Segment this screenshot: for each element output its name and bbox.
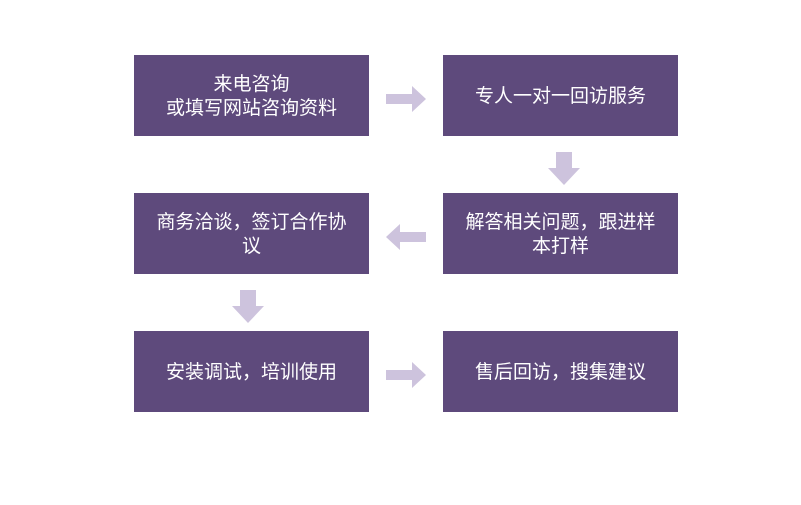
step-after-sales-feedback: 售后回访，搜集建议	[443, 331, 678, 412]
step-label-line: 安装调试，培训使用	[165, 360, 337, 383]
step-label-line: 专人一对一回访服务	[474, 84, 646, 107]
step-one-on-one-callback: 专人一对一回访服务	[443, 55, 678, 136]
arrow-left-icon	[386, 224, 426, 250]
step-phone-consultation: 来电咨询 或填写网站咨询资料	[134, 55, 369, 136]
step-label-line: 议	[241, 234, 261, 257]
arrow-down-icon	[548, 152, 580, 185]
step-business-negotiation: 商务洽谈，签订合作协 议	[134, 193, 369, 274]
arrow-down-icon	[232, 290, 264, 323]
arrow-right-icon	[386, 86, 426, 112]
arrow-right-icon	[386, 362, 426, 388]
step-label-line: 来电咨询	[213, 72, 290, 95]
step-label-line: 本打样	[531, 234, 589, 257]
step-installation-training: 安装调试，培训使用	[134, 331, 369, 412]
step-answer-questions-sampling: 解答相关问题，跟进样 本打样	[443, 193, 678, 274]
step-label-line: 解答相关问题，跟进样	[465, 210, 656, 233]
step-label-line: 售后回访，搜集建议	[474, 360, 646, 383]
step-label-line: 商务洽谈，签订合作协	[156, 210, 347, 233]
step-label-line: 或填写网站咨询资料	[165, 96, 337, 119]
